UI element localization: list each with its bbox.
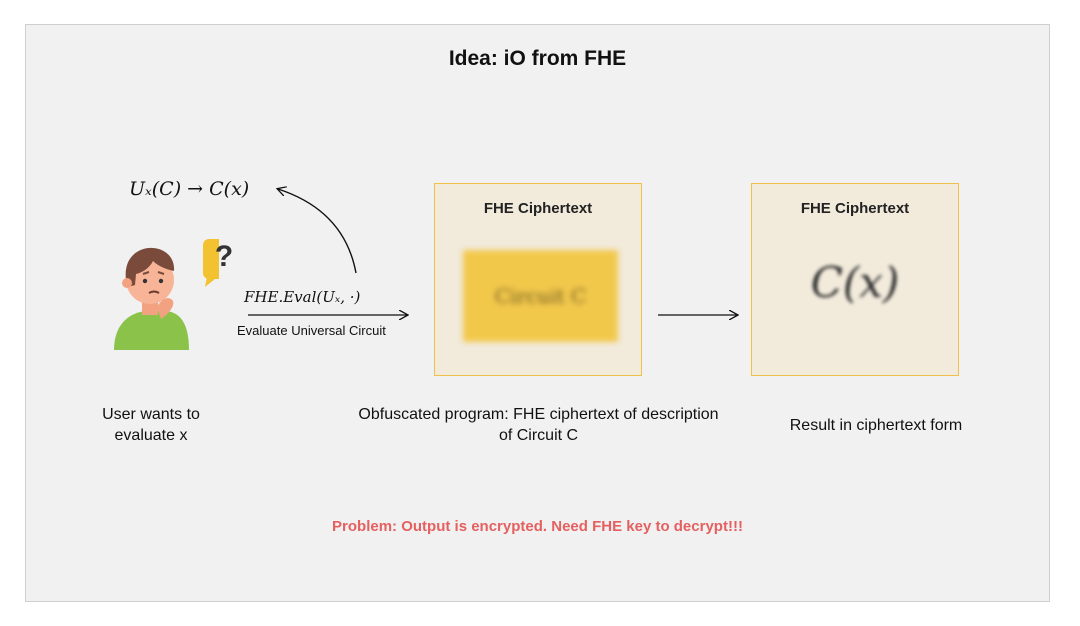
result-caption: Result in ciphertext form bbox=[789, 417, 963, 434]
blurred-circuit-c: Circuit C bbox=[463, 250, 618, 342]
ciphertext-result-box: FHE Ciphertext C(x) bbox=[751, 183, 959, 376]
slide: Idea: iO from FHE Uₓ(C) → C(x) FHE.Eval(… bbox=[25, 24, 1050, 602]
curved-arrow bbox=[278, 189, 357, 274]
obfuscated-circuit-box: FHE Ciphertext Circuit C bbox=[434, 183, 642, 376]
slide-title: Idea: iO from FHE bbox=[448, 47, 627, 70]
problem-statement: Problem: Output is encrypted. Need FHE k… bbox=[332, 518, 743, 535]
arrows bbox=[248, 25, 1051, 603]
confused-person-icon: ? bbox=[109, 235, 243, 355]
user-caption: User wants to evaluate x bbox=[102, 406, 200, 444]
box-title: FHE Ciphertext bbox=[483, 200, 593, 217]
universal-circuit-formula: Uₓ(C) → C(x) bbox=[129, 178, 250, 200]
question-bubble-icon: ? bbox=[214, 240, 234, 273]
obfuscated-program-caption: Obfuscated program: FHE ciphertext of de… bbox=[358, 406, 719, 444]
fhe-eval-formula: FHE.Eval(Uₓ, ·) bbox=[244, 288, 361, 306]
blurred-result-cx: C(x) bbox=[810, 258, 900, 307]
box-title: FHE Ciphertext bbox=[800, 200, 910, 217]
evaluate-universal-circuit-label: Evaluate Universal Circuit bbox=[237, 323, 386, 338]
